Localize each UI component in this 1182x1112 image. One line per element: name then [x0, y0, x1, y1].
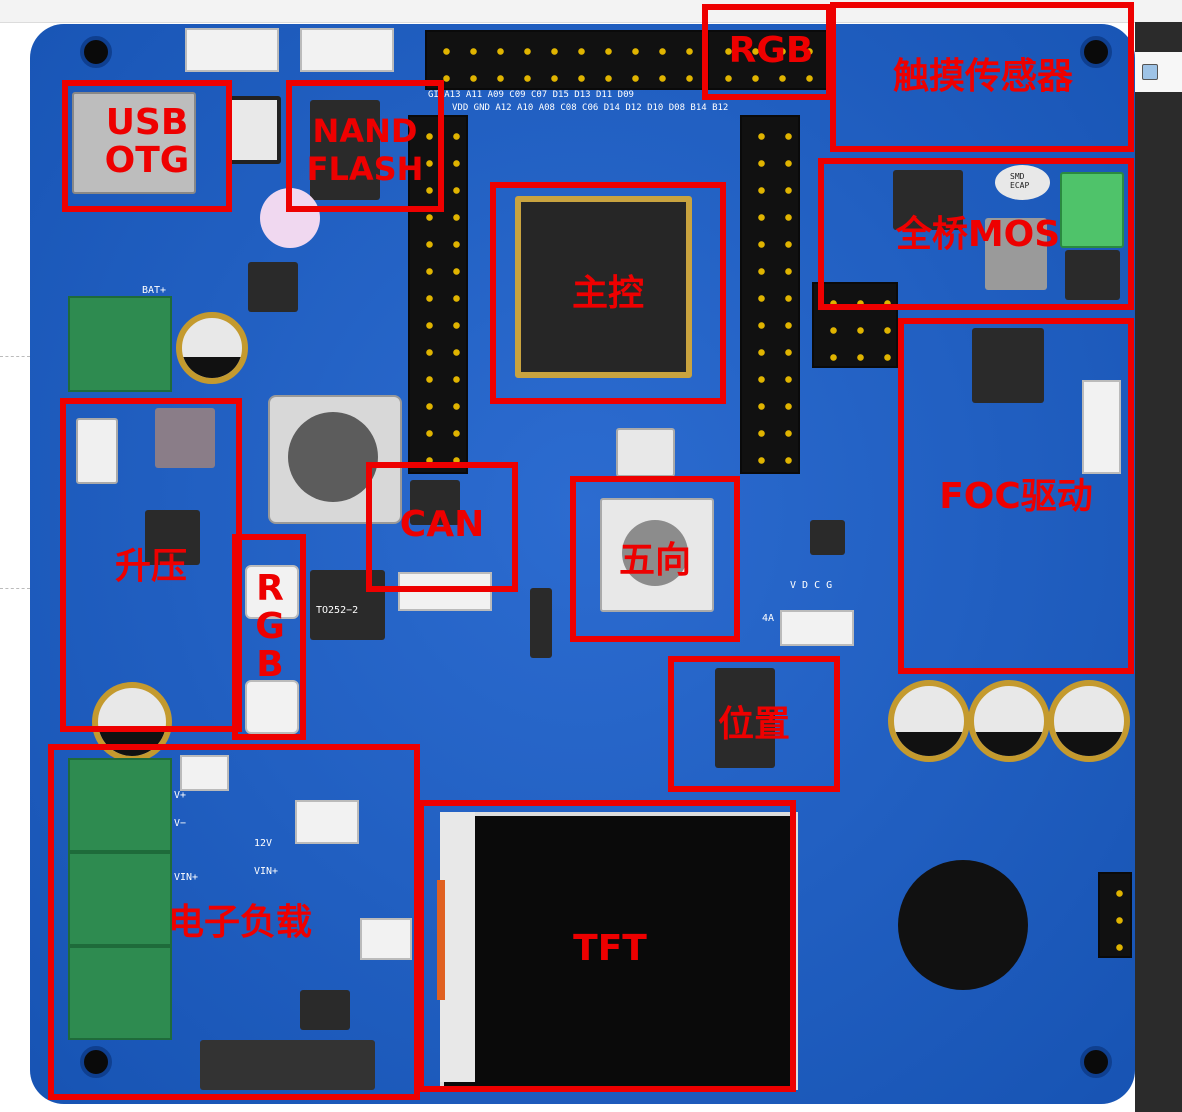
label-electronic-load: 电子负载	[167, 902, 312, 943]
pin-header-top	[425, 30, 709, 90]
vin-plus-label-left: VIN+	[174, 872, 199, 883]
annotation-box-electronic-load	[48, 744, 420, 1100]
jst-connector	[300, 28, 394, 72]
annotation-box-tft	[418, 800, 796, 1092]
electrolytic-capacitor	[176, 312, 248, 384]
vdcg-label: V D C G	[790, 580, 833, 591]
annotation-box-usb-otg	[62, 80, 232, 212]
guide-line	[0, 356, 30, 357]
four-a-label: 4A	[762, 613, 775, 624]
power-terminal	[68, 758, 172, 852]
tact-button	[616, 428, 675, 477]
label-tft: TFT	[573, 928, 647, 969]
annotation-box-rgb-side	[232, 534, 306, 740]
power-terminal	[68, 296, 172, 392]
tft-flex-cable	[440, 812, 475, 1082]
switch-block	[180, 755, 229, 791]
smd-ecap-label: SMD ECAP	[1010, 172, 1030, 190]
usb-c-port	[72, 92, 196, 194]
mounting-hole	[80, 1046, 112, 1078]
annotation-box-rgb-top	[702, 4, 832, 100]
v-plus-label: V+	[174, 790, 187, 801]
twelve-v-label: 12V	[254, 838, 273, 849]
pin-header-small	[812, 282, 898, 368]
header-label-row2: VDD GND A12 A10 A08 C08 C06 D14 D12 D10 …	[452, 103, 729, 113]
sensor-connector	[780, 610, 854, 646]
label-boost: 升压	[114, 546, 187, 587]
terminal-block	[1060, 172, 1124, 248]
load-connector	[295, 800, 359, 844]
label-can: CAN	[399, 504, 485, 545]
annotation-box-main-control	[490, 182, 726, 404]
small-chip	[810, 520, 845, 555]
vin-plus-label: VIN+	[254, 866, 279, 877]
cube-solid-icon[interactable]	[1142, 64, 1158, 80]
motor-connector	[1082, 380, 1121, 474]
electrolytic-capacitor	[1048, 680, 1130, 762]
jst-connector	[185, 28, 279, 72]
mounting-hole	[80, 36, 112, 68]
label-nand-flash: NAND FLASH	[306, 112, 424, 188]
bat-plus-label: BAT+	[142, 285, 167, 296]
boost-ic	[145, 510, 200, 565]
annotation-box-foc	[898, 318, 1134, 674]
label-position: 位置	[717, 704, 790, 745]
connector-fpc	[530, 588, 552, 658]
qfn-chip	[248, 262, 298, 312]
to252-label: TO252−2	[316, 605, 359, 616]
mcu-chip	[515, 196, 692, 378]
load-chip	[300, 990, 350, 1030]
dip-switch	[76, 418, 118, 484]
to252-regulator	[310, 570, 385, 640]
position-sensor-chip	[715, 668, 775, 768]
power-terminal	[68, 852, 172, 946]
electrolytic-capacitor	[968, 680, 1050, 762]
label-rgb-top: RGB	[728, 30, 814, 71]
inductor	[155, 408, 215, 468]
annotation-box-five-way	[570, 476, 740, 642]
pin-header-top-right	[707, 30, 831, 90]
label-foc: FOC驱动	[939, 476, 1093, 517]
label-five-way: 五向	[618, 540, 691, 581]
annotation-box-full-bridge	[818, 158, 1134, 310]
mos-chip-2	[1065, 250, 1120, 300]
mos-chip	[893, 170, 963, 230]
nand-flash-chip	[310, 100, 380, 200]
electrolytic-capacitor	[888, 680, 970, 762]
label-main-control: 主控	[571, 273, 644, 314]
header-label-row1: GI A13 A11 A09 C09 C07 D15 D13 D11 D09	[428, 90, 634, 100]
smd-ecap	[995, 165, 1050, 200]
annotation-box-touch-sensor	[830, 2, 1134, 152]
foc-driver-chip	[972, 328, 1044, 403]
pin-header-battery	[1098, 872, 1132, 958]
tft-display	[440, 812, 798, 1090]
rgb-led	[245, 565, 299, 619]
mounting-hole	[1080, 1046, 1112, 1078]
v-minus-label: V−	[174, 818, 187, 829]
power-terminal	[68, 946, 172, 1040]
annotation-box-position	[668, 656, 840, 792]
annotation-box-nand-flash	[286, 80, 444, 212]
five-way-knob	[622, 520, 688, 586]
label-usb-otg: USB OTG	[104, 102, 190, 181]
inductor-mos	[985, 218, 1047, 290]
mounting-hole	[1080, 36, 1112, 68]
battery-pads	[915, 833, 995, 853]
pin-header-right	[740, 115, 800, 474]
label-rgb-side: R G B	[255, 568, 285, 685]
annotation-box-can	[366, 462, 518, 592]
encoder-knob	[288, 412, 378, 502]
tft-flex-stripe	[437, 880, 445, 1000]
usb-connector	[228, 96, 281, 164]
label-touch-sensor: 触摸传感器	[892, 56, 1073, 97]
load-connector-2	[360, 918, 412, 960]
coin-battery-holder	[898, 860, 1028, 990]
can-transceiver	[410, 480, 460, 525]
label-full-bridge: 全桥MOS	[895, 214, 1061, 255]
rgb-led	[245, 680, 299, 734]
heatsink	[200, 1040, 375, 1090]
guide-line	[0, 588, 30, 589]
viewer-right-edge	[1135, 22, 1182, 1112]
annotation-box-boost	[60, 398, 242, 732]
